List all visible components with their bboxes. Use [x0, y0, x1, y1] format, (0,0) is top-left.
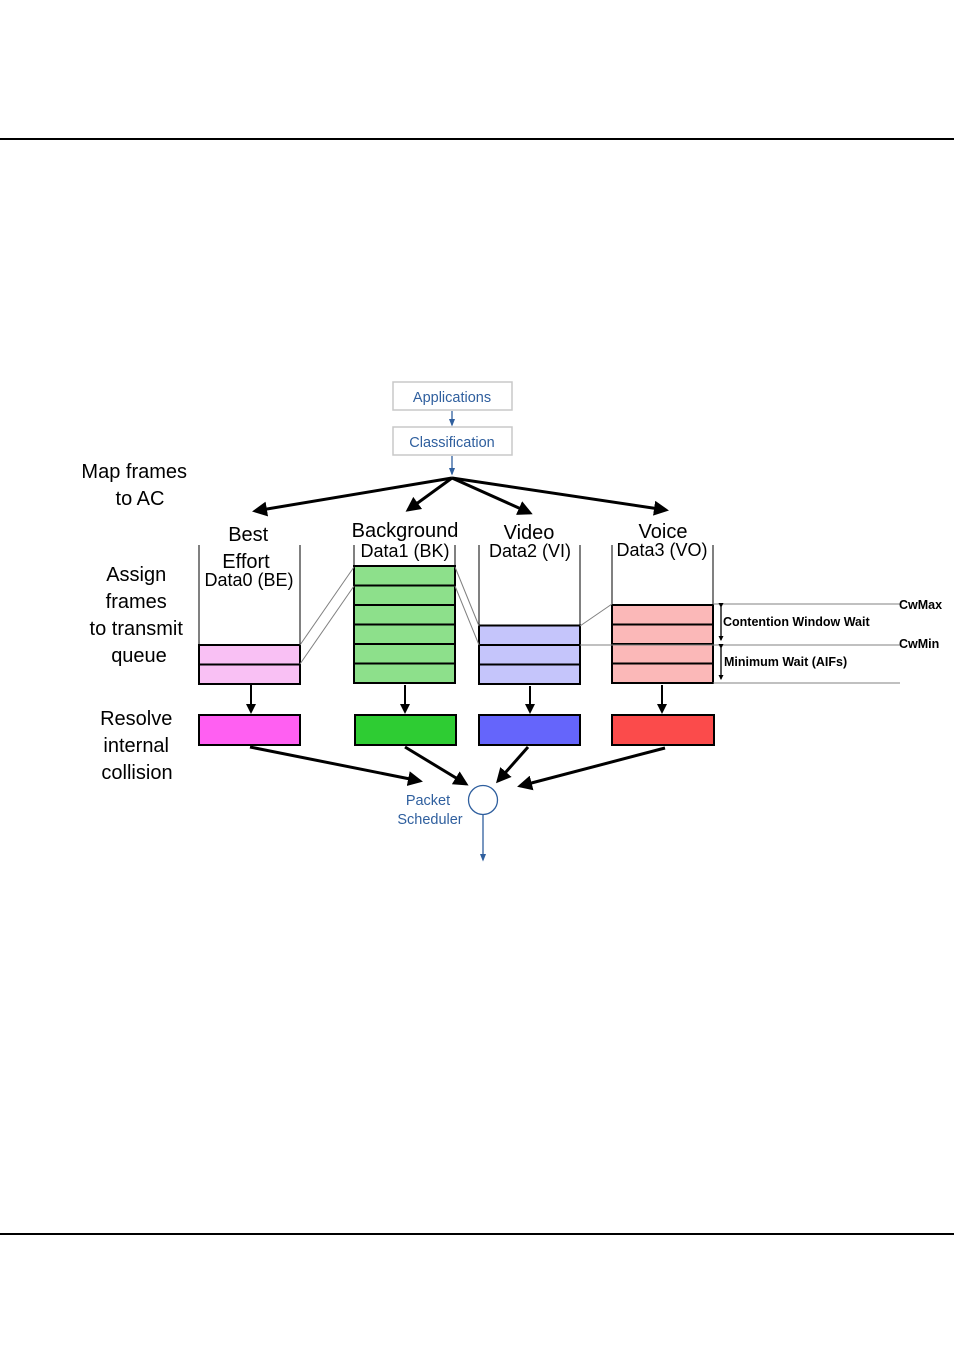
queue-slot-vo — [611, 662, 714, 684]
minimum-wait-label: Minimum Wait (AIFs) — [724, 655, 847, 669]
category-be-name: Best Effort — [222, 524, 274, 573]
applications-label: Applications — [413, 390, 491, 406]
grey-connectors — [299, 566, 900, 684]
queue-slot-be — [198, 644, 301, 666]
applications-box — [392, 381, 513, 411]
queue-slot-vo — [611, 643, 714, 665]
category-bk-name: Background — [352, 520, 459, 542]
contention-window-label: Contention Window Wait — [723, 615, 870, 629]
packet-scheduler-label: Packet Scheduler — [397, 793, 462, 828]
map-arrow-vo — [451, 476, 669, 516]
queue-bk-label: Data1 (BK) — [360, 541, 449, 561]
map-arrow-vi — [451, 476, 533, 515]
queue-slot-vi — [478, 624, 581, 646]
queue-slot-bk — [353, 565, 456, 587]
queue-vo-label: Data3 (VO) — [616, 540, 707, 560]
collision-box-bk — [354, 714, 457, 746]
map-arrow-be — [252, 476, 453, 517]
queue-slot-bk — [353, 604, 456, 626]
queue-slot-vo — [611, 623, 714, 645]
header-rule — [0, 138, 954, 140]
queue-slot-bk — [353, 662, 456, 684]
queue-slot-vi — [478, 663, 581, 685]
stage-resolve-label: Resolve internal collision — [100, 708, 178, 784]
collision-box-vi — [478, 714, 581, 746]
map-arrows — [252, 476, 669, 517]
queue-slot-bk — [353, 623, 456, 645]
queue-stacks — [198, 565, 714, 685]
classification-box — [392, 426, 513, 456]
queue-be-label: Data0 (BE) — [204, 570, 293, 590]
stage-assign-label: Assign frames to transmit queue — [90, 564, 189, 667]
stage-map-label: Map frames to AC — [81, 461, 192, 510]
category-vi-name: Video — [504, 522, 555, 544]
scheduler-arrows — [249, 745, 666, 791]
collision-box-be — [198, 714, 301, 746]
queue-slot-bk — [353, 643, 456, 665]
queue-walls — [198, 545, 714, 645]
queue-slot-vo — [611, 604, 714, 626]
cwmin-label: CwMin — [899, 637, 939, 651]
packet-scheduler-node — [467, 784, 499, 816]
queue-slot-be — [198, 663, 301, 685]
map-arrow-bk — [405, 476, 453, 512]
queue-slot-bk — [353, 584, 456, 606]
category-vo-name: Voice — [639, 521, 688, 543]
cwmax-label: CwMax — [899, 598, 942, 612]
footer-rule — [0, 1233, 954, 1235]
down-arrows — [246, 685, 667, 714]
classification-label: Classification — [409, 435, 494, 451]
collision-box-vo — [611, 714, 715, 746]
queue-slot-vi — [478, 644, 581, 666]
queue-vi-label: Data2 (VI) — [489, 541, 571, 561]
